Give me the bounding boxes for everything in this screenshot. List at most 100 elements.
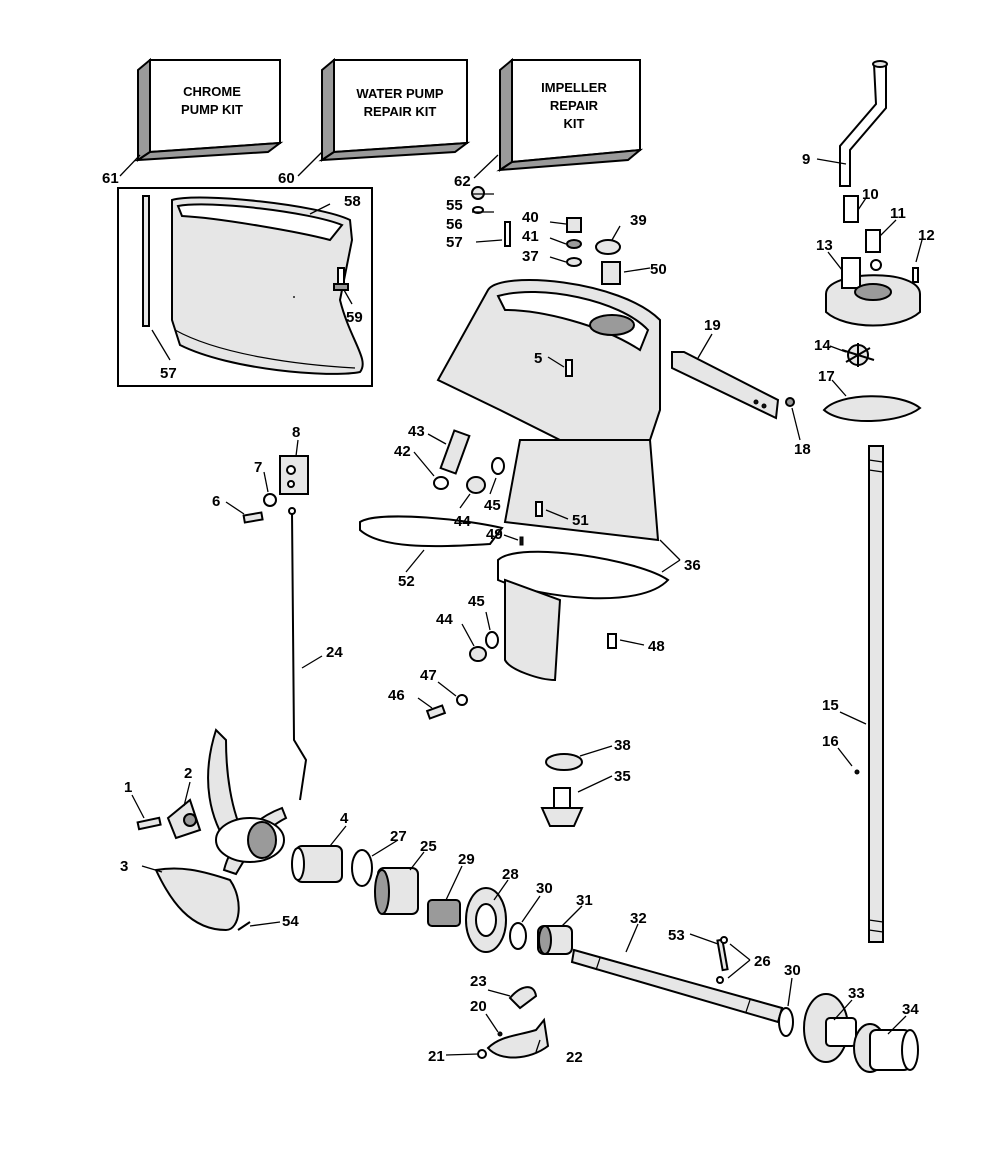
callout-18: 18 <box>794 441 811 458</box>
cotter-pin-1 <box>136 816 162 831</box>
washer-45a <box>491 457 505 475</box>
pin-49 <box>519 536 524 546</box>
plug-44a <box>466 476 486 494</box>
callout-45: 45 <box>484 497 501 514</box>
stud-57 <box>504 221 511 247</box>
propshaft-32 <box>570 948 784 1024</box>
shift-lever-22 <box>486 1017 550 1059</box>
shift-cradle-23 <box>508 986 538 1010</box>
callout-56: 56 <box>446 216 463 233</box>
washer-7 <box>263 493 277 507</box>
seal-52 <box>359 515 504 548</box>
grommet-10 <box>843 195 859 223</box>
shift-rod-24 <box>291 511 308 801</box>
callout-52: 52 <box>398 573 415 590</box>
callout-37: 37 <box>522 248 539 265</box>
plate-17 <box>822 395 922 423</box>
callout-2: 2 <box>184 765 192 782</box>
callout-46: 46 <box>388 687 405 704</box>
callout-10: 10 <box>862 186 879 203</box>
kit-label-line: WATER PUMP <box>356 86 443 101</box>
washer-38 <box>545 753 583 771</box>
thrust-washer-2 <box>166 798 202 840</box>
callout-54: 54 <box>282 913 299 930</box>
kit-label-line: PUMP KIT <box>181 102 243 117</box>
thrust-washer-30b <box>778 1007 794 1037</box>
callout-57b: 57 <box>446 234 463 251</box>
callout-57: 57 <box>160 365 177 382</box>
pin-51 <box>535 501 543 517</box>
bushing-50 <box>601 261 621 285</box>
kit-label-line: CHROME <box>183 84 241 99</box>
callout-3: 3 <box>120 858 128 875</box>
screw-5 <box>565 359 573 377</box>
leader-lines <box>119 151 923 1056</box>
callout-6: 6 <box>212 493 220 510</box>
callout-17: 17 <box>818 368 835 385</box>
nut-55 <box>471 186 485 200</box>
callout-47: 47 <box>420 667 437 684</box>
callout-58: 58 <box>344 193 361 210</box>
callout-19: 19 <box>704 317 721 334</box>
reverse-gear-33 <box>803 993 857 1063</box>
plug-42 <box>433 476 449 490</box>
screw-18 <box>785 397 795 407</box>
callout-59: 59 <box>346 309 363 326</box>
callout-5: 5 <box>534 350 542 367</box>
callout-41: 41 <box>522 228 539 245</box>
callout-28: 28 <box>502 866 519 883</box>
clutch-dog-31 <box>537 925 573 955</box>
callout-49: 49 <box>486 526 503 543</box>
shift-lock-8 <box>279 455 309 495</box>
kit-label-line: KIT <box>564 116 585 131</box>
washer-45b <box>485 631 499 649</box>
callouts: 61 60 62 58 57 59 9 10 11 12 13 14 17 18… <box>102 151 935 1066</box>
pin-21 <box>477 1049 487 1059</box>
gear-28 <box>465 887 507 953</box>
callout-53: 53 <box>668 927 685 944</box>
kit-box-impeller-repair: IMPELLER REPAIR KIT <box>496 57 644 172</box>
spring-53 <box>716 938 729 972</box>
callout-43: 43 <box>408 423 425 440</box>
propeller-3 <box>154 728 288 932</box>
callout-26: 26 <box>754 953 771 970</box>
screw-46 <box>425 704 447 720</box>
bearing-housing-25 <box>374 867 419 915</box>
bearing-34 <box>853 1023 919 1073</box>
callout-40: 40 <box>522 209 539 226</box>
callout-22: 22 <box>566 1049 583 1066</box>
callout-20: 20 <box>470 998 487 1015</box>
pump-housing-13 <box>825 229 921 327</box>
kit-label-line: IMPELLER <box>541 80 607 95</box>
callout-34: 34 <box>902 1001 919 1018</box>
impeller-14 <box>841 343 875 367</box>
callout-32: 32 <box>630 910 647 927</box>
washer-47 <box>456 694 468 706</box>
callout-4: 4 <box>340 810 349 827</box>
screw-12 <box>912 267 919 283</box>
callout-42: 42 <box>394 443 411 460</box>
pin-54 <box>237 921 251 931</box>
exhaust-housing-36 <box>436 279 670 682</box>
callout-60: 60 <box>278 170 295 187</box>
callout-30: 30 <box>536 880 553 897</box>
pin-20 <box>497 1031 503 1037</box>
callout-36: 36 <box>684 557 701 574</box>
callout-30b: 30 <box>784 962 801 979</box>
callout-13: 13 <box>816 237 833 254</box>
bushing-40 <box>566 217 582 233</box>
pin-16 <box>854 769 860 775</box>
trim-tab-19 <box>671 351 780 420</box>
callout-29: 29 <box>458 851 475 868</box>
callout-11: 11 <box>890 205 906 222</box>
callout-21: 21 <box>428 1048 445 1065</box>
callout-44: 44 <box>454 513 471 530</box>
ball-26a <box>720 936 728 944</box>
bearing-29 <box>427 899 461 927</box>
callout-45b: 45 <box>468 593 485 610</box>
callout-12: 12 <box>918 227 935 244</box>
callout-62: 62 <box>454 173 471 190</box>
kit-label-line: REPAIR <box>550 98 599 113</box>
callout-44b: 44 <box>436 611 453 628</box>
callout-9: 9 <box>802 151 810 168</box>
